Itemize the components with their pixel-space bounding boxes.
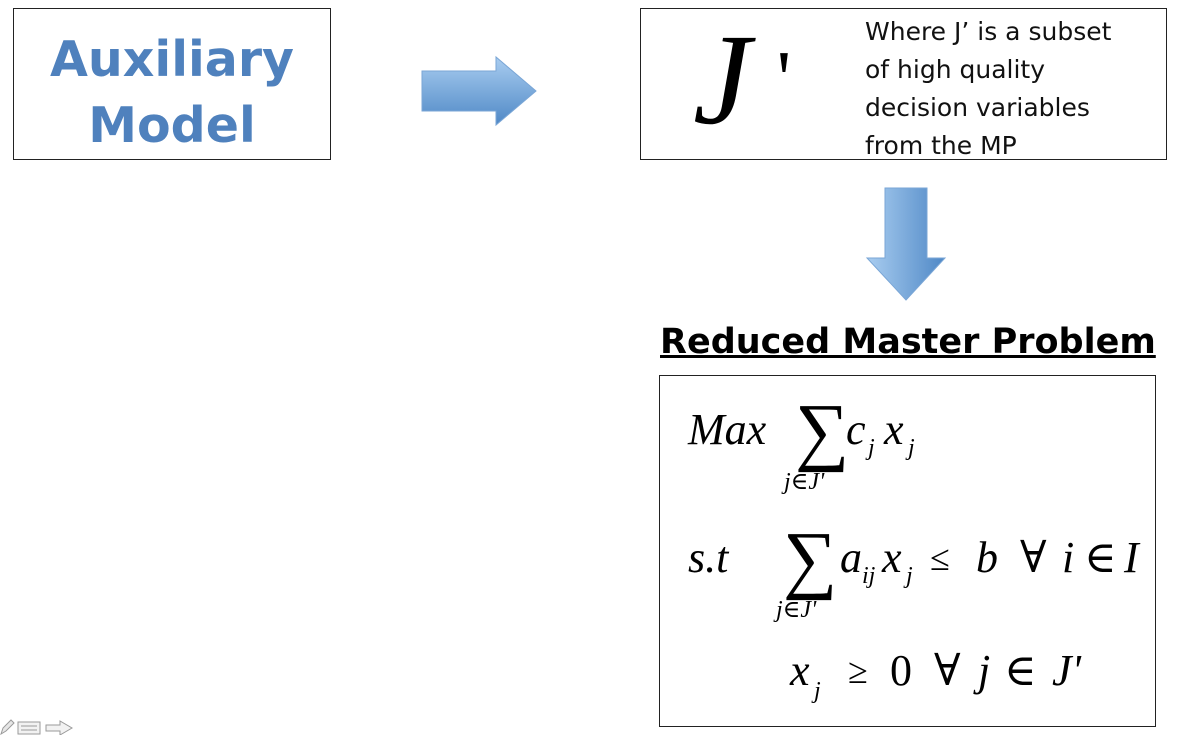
element-of-symbol: ∈ [1004,646,1037,695]
coef-c-subscript: j [868,435,875,461]
set-J-prime: J' [1052,646,1081,695]
st-label: s.t [688,533,729,582]
sum-index-label: j∈J' [776,597,817,623]
right-arrow-icon [421,55,537,127]
sum-index-label: j∈J' [784,469,825,495]
forall-symbol: ∀ [1020,533,1047,582]
j-symbol: J [693,8,751,152]
forall-symbol: ∀ [934,646,961,695]
sum-symbol: ∑ [783,517,838,601]
j-prime-description: Where J’ is a subset of high quality dec… [865,17,1112,160]
max-label: Max [688,405,767,454]
sum-symbol: ∑ [795,389,850,473]
var-x-subscript: j [814,678,821,704]
zero-value: 0 [890,646,912,695]
down-arrow-icon [865,187,947,301]
reduced-master-problem-box: Max ∑ j∈J' c j x j s.t ∑ j∈J' a ij x j ≤… [659,375,1156,727]
coef-a: a [840,533,862,582]
pencil-icon[interactable] [0,719,15,735]
rhs-b: b [976,533,998,582]
set-I: I [1124,533,1139,582]
slide-navigation [0,719,73,735]
j-prime-symbol: J' [693,15,791,145]
var-x: x [882,533,902,582]
prime-mark: ' [776,36,792,124]
j-prime-box: J' Where J’ is a subset of high quality … [640,8,1167,160]
auxiliary-model-box: Auxiliary Model [13,8,331,160]
var-x-subscript: j [908,435,915,461]
slide-menu-icon[interactable] [17,721,41,735]
coef-c: c [846,405,866,454]
geq-symbol: ≥ [848,651,868,691]
var-x: x [790,646,810,695]
leq-symbol: ≤ [930,538,950,578]
index-j: j [978,646,991,695]
next-arrow-icon[interactable] [45,720,73,735]
auxiliary-model-title: Auxiliary Model [50,31,294,154]
var-x-subscript: j [906,563,913,589]
coef-a-subscript: ij [862,563,876,589]
reduced-master-problem-title: Reduced Master Problem [660,322,1156,362]
element-of-symbol: ∈ [1084,533,1117,582]
index-i: i [1062,533,1075,582]
var-x: x [884,405,904,454]
